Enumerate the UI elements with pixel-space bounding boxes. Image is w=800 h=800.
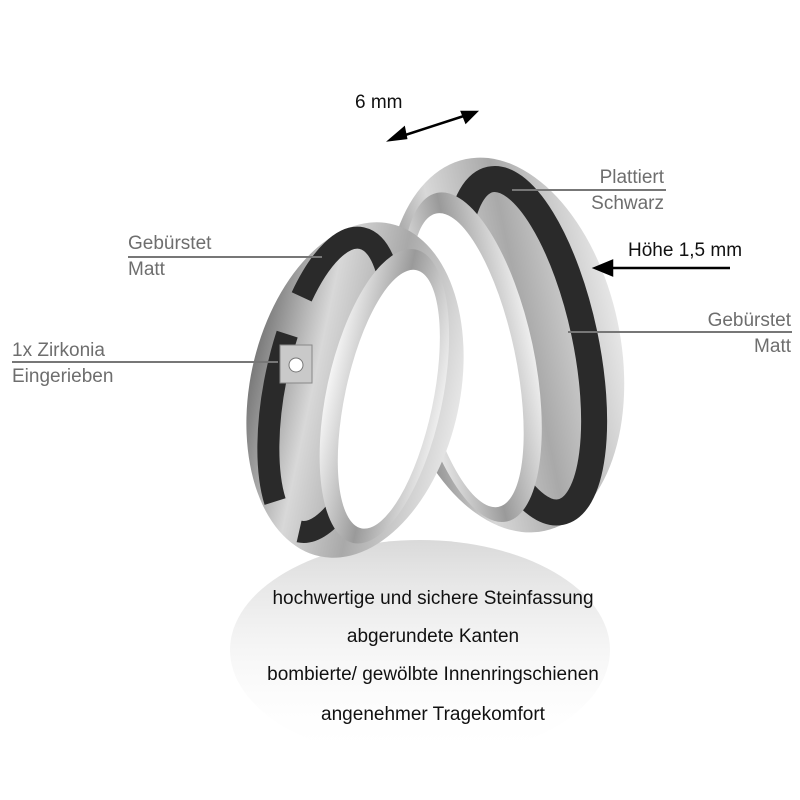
width-label: 6 mm [355,92,403,113]
brushed-right-line1: Gebürstet [707,310,791,331]
feature-4: angenehmer Tragekomfort [321,704,545,725]
height-arrow-head [591,259,614,277]
left-ring [246,222,464,558]
stone-label-line1: 1x Zirkonia [12,340,105,361]
feature-3: bombierte/ gewölbte Innenringschienen [267,664,599,685]
brushed-right-line2: Matt [754,336,791,357]
plated-label-line2: Schwarz [591,193,664,214]
brushed-left-line1: Gebürstet [128,233,212,254]
zirconia-stone [288,357,304,373]
width-arrow-head-right [460,110,480,125]
stone-label-line2: Eingerieben [12,366,114,387]
feature-1: hochwertige und sichere Steinfassung [272,588,594,609]
plated-label-line1: Plattiert [599,167,664,188]
brushed-left-line2: Matt [128,259,165,280]
reflection [230,540,610,760]
height-label: Höhe 1,5 mm [628,240,743,261]
width-arrow [395,112,471,140]
width-arrow-head-left [386,125,408,142]
feature-2: abgerundete Kanten [346,626,520,647]
